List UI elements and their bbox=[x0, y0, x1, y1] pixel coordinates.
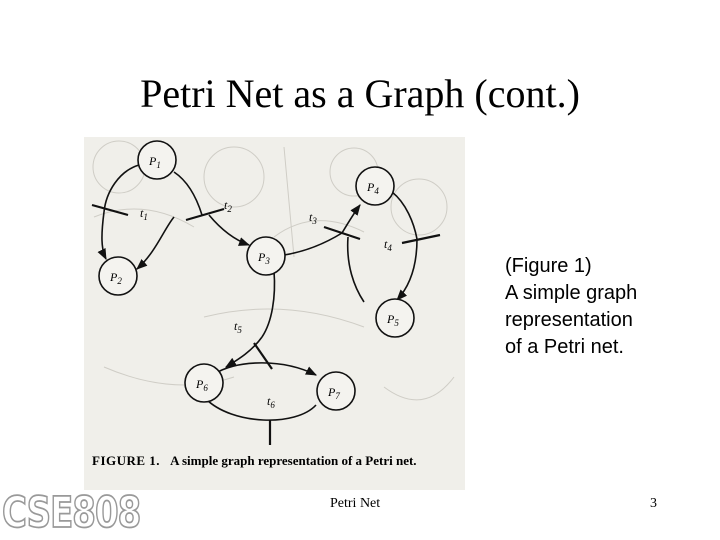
arc-p3-t3 bbox=[283, 232, 343, 256]
place-p6-label: P6 bbox=[195, 377, 208, 393]
place-p5-label: P5 bbox=[386, 312, 399, 328]
page-number: 3 bbox=[650, 496, 657, 511]
figure-caption: FIGURE 1. A simple graph representation o… bbox=[92, 453, 462, 468]
arc-t2-p3 bbox=[208, 214, 251, 246]
footer-text: Petri Net bbox=[330, 496, 381, 511]
arc-p6-t6 bbox=[205, 398, 317, 421]
course-logo: CSE808 bbox=[1, 487, 142, 539]
arc-t5-p6 bbox=[225, 336, 263, 368]
figure-caption-label: FIGURE 1. bbox=[92, 453, 161, 468]
place-p3-circle bbox=[246, 236, 286, 276]
slide-title: Petri Net as a Graph (cont.) bbox=[140, 71, 580, 116]
caption-line: (Figure 1) bbox=[505, 255, 592, 277]
arc-p5-t3 bbox=[346, 236, 365, 303]
figure-caption-text: A simple graph representation of a Petri… bbox=[170, 453, 417, 468]
arc-t3-p4 bbox=[341, 204, 361, 234]
place-p7-circle bbox=[316, 371, 356, 411]
transition-t5-bar bbox=[253, 342, 273, 370]
place-p4-label: P4 bbox=[366, 180, 379, 196]
arcs bbox=[97, 164, 418, 442]
place-p1-label: P1 bbox=[148, 154, 161, 170]
petri-net-diagram: P1 P2 P3 P4 P5 P6 P7 t1 t2 t3 t4 t5 t6 bbox=[91, 140, 455, 445]
places bbox=[98, 140, 415, 411]
transition-t4-bar bbox=[401, 233, 441, 245]
place-p4-circle bbox=[355, 166, 395, 206]
caption-line: representation bbox=[505, 309, 633, 331]
transition-t2-label: t2 bbox=[224, 198, 232, 214]
transition-t1-bar bbox=[91, 203, 129, 217]
place-p6-circle bbox=[184, 363, 224, 403]
place-p2-label: P2 bbox=[109, 270, 122, 286]
caption-line: A simple graph bbox=[505, 282, 638, 304]
arc-p4-t4 bbox=[391, 191, 418, 240]
figure-description: (Figure 1) A simple graph representation… bbox=[505, 253, 705, 361]
arc-p1-t2 bbox=[173, 171, 203, 216]
transition-t5-label: t5 bbox=[234, 319, 242, 335]
place-p1-circle bbox=[137, 140, 177, 180]
transition-t3-bar bbox=[323, 225, 361, 241]
arc-p6-p7 bbox=[213, 362, 318, 376]
arc-p3-t5 bbox=[261, 270, 276, 338]
transition-t1-label: t1 bbox=[140, 206, 148, 222]
caption-line: of a Petri net. bbox=[505, 336, 624, 358]
place-p5-circle bbox=[375, 298, 415, 338]
place-p3-label: P3 bbox=[257, 250, 270, 266]
arc-t2-p2 bbox=[136, 216, 175, 270]
place-p2-circle bbox=[98, 256, 138, 296]
arc-p1-t1 bbox=[103, 164, 140, 213]
transition-bars bbox=[91, 203, 441, 445]
transition-t2-bar bbox=[185, 207, 225, 222]
place-p7-label: P7 bbox=[327, 385, 340, 401]
arc-t1-p2 bbox=[97, 211, 107, 261]
transition-t6-label: t6 bbox=[267, 394, 275, 410]
arc-t4-p5 bbox=[396, 238, 418, 301]
petri-net-figure: P1 P2 P3 P4 P5 P6 P7 t1 t2 t3 t4 t5 t6 F… bbox=[84, 137, 465, 490]
transition-t3-label: t3 bbox=[309, 210, 317, 226]
transition-t4-label: t4 bbox=[384, 237, 392, 253]
